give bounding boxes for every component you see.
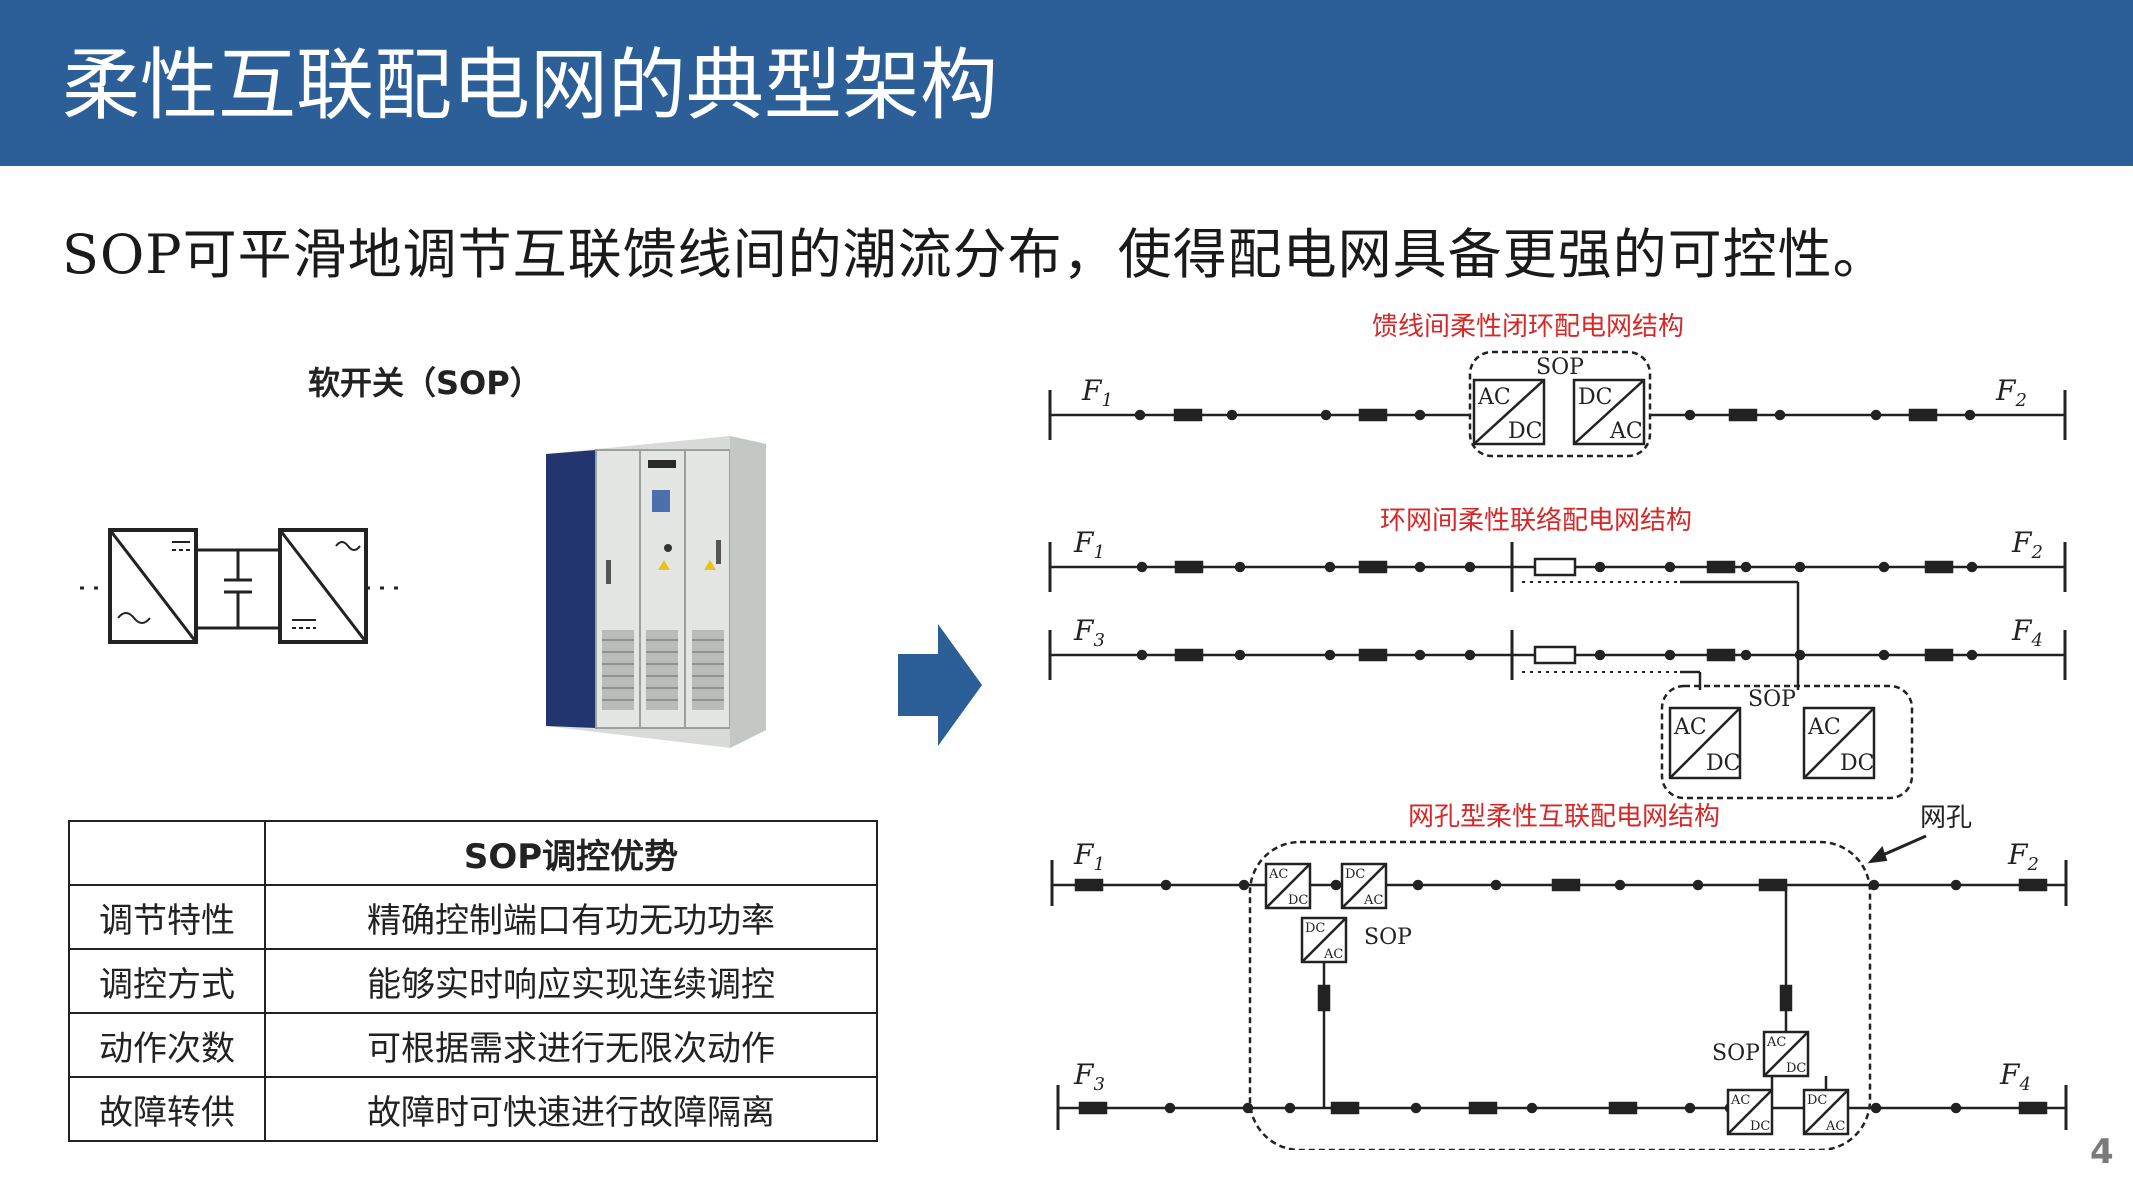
f-label: F2 <box>2011 526 2043 563</box>
converter-label: AC <box>1730 1093 1750 1108</box>
converter-label: AC <box>1673 715 1707 740</box>
table-row: 故障转供 故障时可快速进行故障隔离 <box>68 1076 878 1142</box>
network-diagrams: F1 F2 F1 F2 F3 F4 F1 F2 F3 F4 SOP SOP SO… <box>1048 350 2068 1150</box>
converter-label: DC <box>1305 921 1325 936</box>
f-label: F3 <box>1073 614 1105 651</box>
table-header-row: SOP调控优势 <box>68 820 878 886</box>
sop-advantages-table: SOP调控优势 调节特性 精确控制端口有功无功功率 调控方式 能够实时响应实现连… <box>68 820 878 1142</box>
converter-label: AC <box>1477 385 1511 410</box>
table-row: 调节特性 精确控制端口有功无功功率 <box>68 884 878 950</box>
converter-label: DC <box>1288 893 1308 908</box>
converter-label: AC <box>1609 419 1643 444</box>
sop-text: SOP <box>1364 925 1412 950</box>
f-label: F3 <box>1073 1058 1105 1095</box>
converter-label: AC <box>1268 867 1288 882</box>
sop-text: SOP <box>1748 687 1796 712</box>
caption-mesh: 网孔型柔性互联配电网结构 <box>1408 802 1721 832</box>
converter-label: AC <box>1807 715 1841 740</box>
sop-text: SOP <box>1712 1041 1760 1066</box>
table-row: 调控方式 能够实时响应实现连续调控 <box>68 948 878 1014</box>
row-name: 动作次数 <box>68 1012 266 1078</box>
page-number: 4 <box>2090 1132 2114 1172</box>
header-bar: 柔性互联配电网的典型架构 <box>0 0 2133 166</box>
row-value: 精确控制端口有功无功功率 <box>264 884 878 950</box>
row-name: 故障转供 <box>68 1076 266 1142</box>
mesh-label: 网孔 <box>1920 803 1972 833</box>
f-label: F2 <box>2007 838 2039 875</box>
arrow-right-icon <box>898 624 982 746</box>
table-header-empty <box>68 820 266 886</box>
converter-label: DC <box>1578 385 1612 410</box>
table-header: SOP调控优势 <box>264 820 878 886</box>
f-label: F4 <box>1999 1058 2031 1095</box>
sop-schematic <box>80 528 404 644</box>
subtitle: SOP可平滑地调节互联馈线间的潮流分布，使得配电网具备更强的可控性。 <box>62 223 1888 286</box>
row-name: 调控方式 <box>68 948 266 1014</box>
caption-ring: 环网间柔性联络配电网结构 <box>1380 506 1693 536</box>
page-title: 柔性互联配电网的典型架构 <box>62 41 999 131</box>
row-value: 可根据需求进行无限次动作 <box>264 1012 878 1078</box>
row-name: 调节特性 <box>68 884 266 950</box>
converter-label: AC <box>1766 1035 1786 1050</box>
sop-label: 软开关（SOP） <box>308 364 542 402</box>
converter-label: AC <box>1825 1119 1845 1134</box>
row-value: 能够实时响应实现连续调控 <box>264 948 878 1014</box>
f-label: F1 <box>1081 374 1113 411</box>
converter-label: DC <box>1750 1119 1770 1134</box>
f-label: F1 <box>1073 838 1105 875</box>
f-label: F2 <box>1995 374 2027 411</box>
converter-label: DC <box>1786 1061 1806 1076</box>
f-label: F4 <box>2011 614 2043 651</box>
converter-label: DC <box>1807 1093 1827 1108</box>
converter-label: AC <box>1323 947 1343 962</box>
f-label: F1 <box>1073 526 1105 563</box>
row-value: 故障时可快速进行故障隔离 <box>264 1076 878 1142</box>
converter-label: DC <box>1345 867 1365 882</box>
caption-closed-loop: 馈线间柔性闭环配电网结构 <box>1372 312 1685 342</box>
table-row: 动作次数 可根据需求进行无限次动作 <box>68 1012 878 1078</box>
sop-cabinet-image <box>546 436 766 748</box>
converter-label: AC <box>1363 893 1383 908</box>
sop-text: SOP <box>1536 355 1584 380</box>
converter-label: DC <box>1706 751 1740 776</box>
converter-label: DC <box>1840 751 1874 776</box>
converter-label: DC <box>1508 419 1542 444</box>
